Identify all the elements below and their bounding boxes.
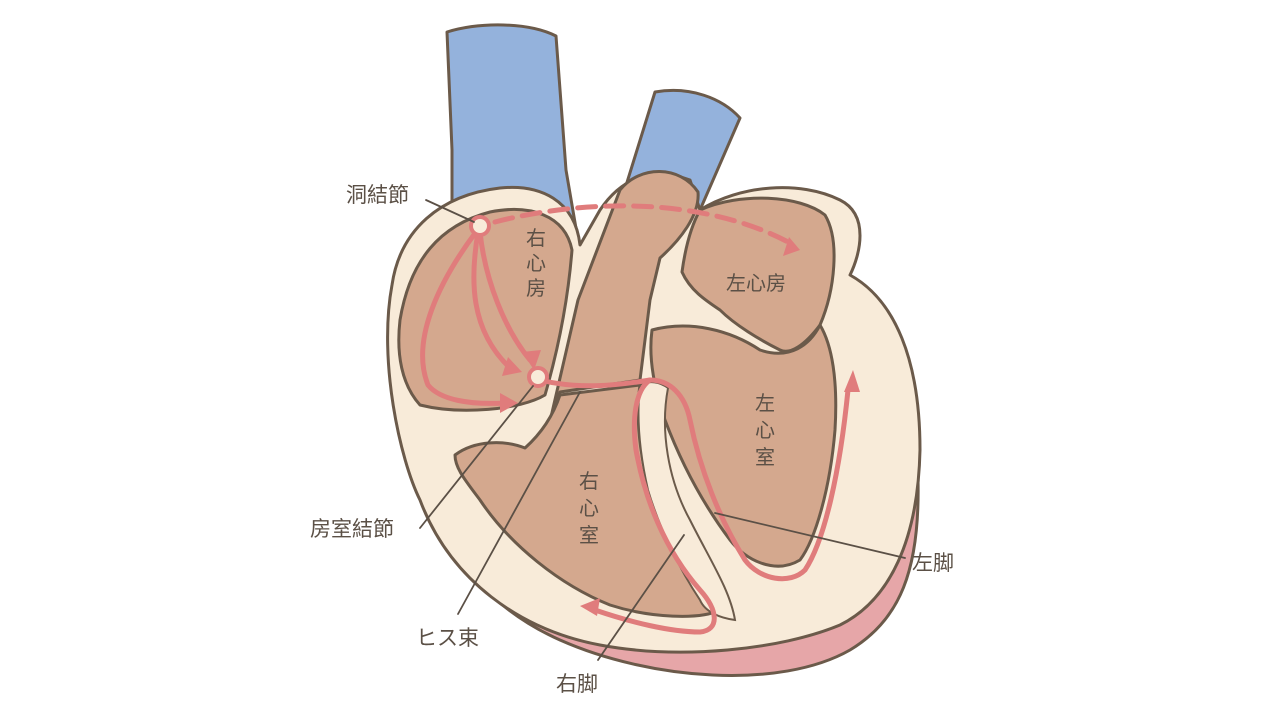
left-ventricle-label-3: 室 bbox=[755, 445, 775, 469]
internodal-path-posterior bbox=[471, 229, 513, 371]
interatrial-pathway-arrowhead bbox=[783, 237, 800, 256]
av-node bbox=[527, 366, 549, 388]
his-bundle-leader bbox=[457, 391, 581, 615]
right-ventricle-label-3: 室 bbox=[579, 523, 599, 547]
left-ventricle-label-1: 左 bbox=[755, 391, 775, 415]
sa-node-label: 洞結節 bbox=[346, 183, 409, 207]
left-atrium-label: 左心房 bbox=[726, 271, 786, 295]
left-ventricle-label-2: 心 bbox=[755, 418, 775, 442]
left-ventricle-cavity bbox=[649, 323, 838, 568]
av-node-leader bbox=[419, 385, 534, 529]
left-bundle-branch-path bbox=[647, 377, 851, 582]
right-bundle-branch-path bbox=[592, 377, 717, 635]
left-bundle-branch-label: 左脚 bbox=[912, 551, 954, 575]
interatrial-pathway bbox=[492, 203, 793, 246]
internodal-path-middle bbox=[477, 229, 533, 363]
right-bundle-branch-arrowhead bbox=[580, 598, 600, 616]
right-atrium-label-1: 右 bbox=[526, 226, 546, 250]
right-bundle-branch-label: 右脚 bbox=[556, 672, 598, 696]
internodal-path-anterior bbox=[420, 229, 508, 406]
right-ventricle-label-1: 右 bbox=[579, 469, 599, 493]
left-bundle-branch-leader bbox=[714, 512, 906, 559]
sa-node-leader bbox=[425, 199, 475, 223]
internodal-path-anterior-arrowhead bbox=[500, 393, 518, 413]
right-atrium-label-2: 心 bbox=[526, 251, 546, 275]
left-bundle-branch-arrowhead bbox=[844, 370, 860, 392]
right-bundle-branch-leader bbox=[597, 534, 685, 661]
his-bundle-path bbox=[537, 377, 653, 389]
av-node-label: 房室結節 bbox=[310, 517, 394, 541]
his-bundle-label: ヒス束 bbox=[416, 626, 479, 650]
right-ventricle-label-2: 心 bbox=[579, 496, 599, 520]
pulmonary-trunk bbox=[546, 170, 700, 432]
sa-node bbox=[469, 215, 491, 237]
internodal-path-middle-arrowhead bbox=[522, 350, 541, 370]
internodal-path-posterior-arrowhead bbox=[502, 357, 522, 376]
right-atrium-label-3: 房 bbox=[526, 276, 546, 300]
